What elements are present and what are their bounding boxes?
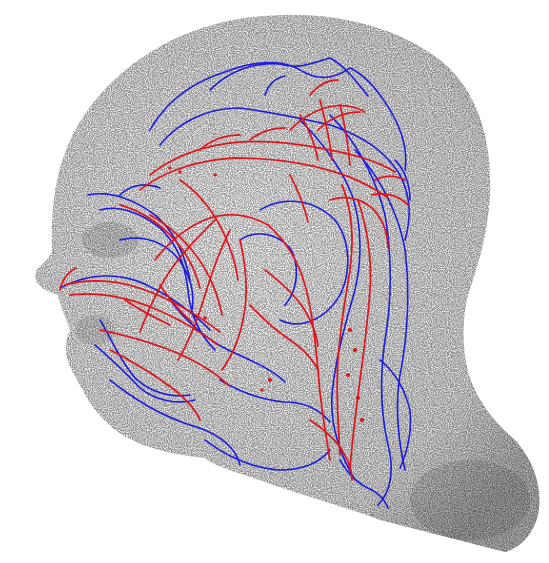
head-vessel-render xyxy=(0,0,549,563)
